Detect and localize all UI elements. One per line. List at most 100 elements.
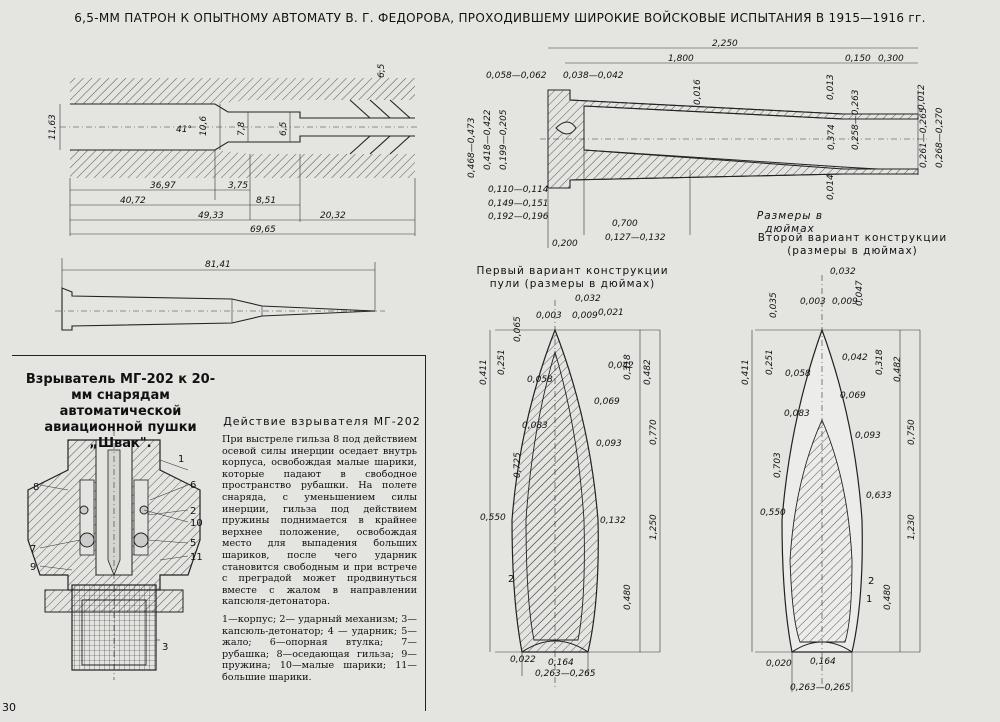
- dim-b1-r: 0,550: [480, 513, 506, 523]
- b1-part-label: 2: [508, 574, 514, 585]
- dim-chamber-angle: 41°: [176, 125, 192, 135]
- page-title: 6,5-ММ ПАТРОН К ОПЫТНОМУ АВТОМАТУ В. Г. …: [74, 11, 926, 25]
- dim-b2-g: 0,251: [765, 349, 775, 375]
- dim-l6: 20,32: [320, 211, 346, 221]
- dim-b2-u: 0,480: [883, 584, 893, 610]
- fuse-part-1: 1: [178, 454, 184, 465]
- chamber-section: 11,63 41° 10,6 7,8 6,5 6,5 36,97 3,75 40…: [48, 63, 420, 236]
- fuse-part-11: 11: [190, 552, 203, 563]
- dim-case-t3: 0,012: [917, 84, 927, 110]
- dim-rim1: 0,058—0,062: [486, 71, 547, 81]
- dim-chamber-d4: 6,5: [279, 121, 289, 136]
- dim-b2-rr: 0,633: [866, 491, 892, 501]
- chamber-wall-bottom: [70, 150, 415, 178]
- fuse-action-text: При выстреле гильза 8 под действием осев…: [222, 434, 417, 608]
- dim-b1-v: 0,022: [510, 655, 536, 665]
- bullet-variant-2: 0,032 0,047 0,035 0,003 0,009 0,411 0,25…: [741, 267, 921, 693]
- dim-b1-i: 0,042: [608, 361, 634, 371]
- dim-l3: 40,72: [120, 196, 146, 206]
- fuse-part-6: 6: [190, 480, 196, 491]
- dim-b1-x: 0,263—0,265: [535, 669, 596, 679]
- dim-b2-h: 0,058: [785, 369, 811, 379]
- dim-rim2: 0,038—0,042: [563, 71, 624, 81]
- dim-case-v3: 0,199—0,205: [499, 109, 509, 170]
- fuse-section-drawing: 8 1 6 2 10 5 11 7 9 3: [27, 430, 203, 680]
- dim-chamber-d2: 10,6: [199, 116, 209, 136]
- dim-l2: 3,75: [228, 181, 248, 191]
- dim-case-neck2: 0,300: [878, 54, 904, 64]
- dim-case-v5: 0,149—0,151: [488, 199, 549, 209]
- dim-chamber-d1: 11,63: [48, 114, 58, 140]
- dim-b1-e: 0,021: [598, 308, 624, 318]
- dim-b2-p: 0,703: [773, 452, 783, 478]
- dim-b1-a: 0,032: [575, 294, 601, 304]
- dim-case-l1: 0,700: [612, 219, 638, 229]
- dim-case-l3: 0,200: [552, 239, 578, 249]
- dim-b2-t: 1,230: [907, 514, 917, 540]
- dim-b1-d: 0,009: [572, 311, 598, 321]
- dim-b2-r: 0,550: [760, 508, 786, 518]
- dim-b1-f: 0,411: [479, 359, 489, 385]
- dim-l7: 69,65: [250, 225, 276, 235]
- page-number: 30: [2, 701, 16, 714]
- dim-b1-b: 0,065: [513, 316, 523, 342]
- fuse-part-5: 5: [190, 538, 196, 549]
- dim-b2-w: 0,164: [810, 657, 836, 667]
- cartridge-side-view: 81,41: [55, 258, 385, 331]
- dim-b1-j: 0,318: [623, 354, 633, 380]
- caption-variant1: Первый вариант конструкции пули (размеры…: [450, 265, 695, 291]
- dim-case-neck1: 0,150: [845, 54, 871, 64]
- chamber-wall-top: [70, 78, 415, 104]
- dim-b1-s: 0,132: [600, 516, 626, 526]
- dim-case-w5: 0,268—0,270: [935, 107, 945, 168]
- dim-b1-l: 0,069: [594, 397, 620, 407]
- dim-case-l2: 0,127—0,132: [605, 233, 666, 243]
- dim-b1-k: 0,482: [643, 359, 653, 385]
- dim-case-v4: 0,110—0,114: [488, 185, 549, 195]
- fuse-part-8: 8: [33, 482, 39, 493]
- dim-b1-h: 0,058: [527, 375, 553, 385]
- dim-b1-w: 0,164: [548, 658, 574, 668]
- dim-l5: 49,33: [198, 211, 224, 221]
- b2-part-label-2: 2: [868, 576, 874, 587]
- dim-b2-k: 0,482: [893, 356, 903, 382]
- fuse-panel-border: [12, 355, 426, 711]
- dim-b1-c: 0,003: [536, 311, 562, 321]
- dim-chamber-groove: 6,5: [377, 63, 387, 78]
- caption-variant2-line1: Второй вариант конструкции: [757, 232, 948, 244]
- dim-b1-u: 0,480: [623, 584, 633, 610]
- fuse-action-title: Действие взрывателя МГ-202: [223, 415, 421, 428]
- dim-b2-a: 0,032: [830, 267, 856, 277]
- dim-b2-m: 0,083: [784, 409, 810, 419]
- dim-case-total: 2,250: [712, 39, 738, 49]
- fuse-part-10: 10: [190, 518, 203, 529]
- fuse-part-2: 2: [190, 506, 196, 517]
- dim-b2-d: 0,003: [800, 297, 826, 307]
- dim-case-v2: 0,418—0,422: [483, 109, 493, 170]
- fuse-legend: 1—корпус; 2— ударный механизм; 3—капсюль…: [222, 614, 417, 683]
- bullet-variant-1: 0,032 0,065 0,003 0,009 0,021 0,411 0,25…: [479, 294, 661, 690]
- dim-b1-m: 0,083: [522, 421, 548, 431]
- fuse-part-9: 9: [30, 562, 36, 573]
- caption-variant2: Второй вариант конструкции (размеры в дю…: [740, 232, 965, 258]
- dim-case-w4: 0,261—0,265: [919, 107, 929, 168]
- dim-total-length: 81,41: [205, 260, 231, 270]
- dim-chamber-d3: 7,8: [237, 121, 247, 136]
- dim-b2-i: 0,042: [842, 353, 868, 363]
- dim-b2-j: 0,318: [875, 349, 885, 375]
- dim-b2-o: 0,750: [907, 419, 917, 445]
- dim-b2-x: 0,263—0,265: [790, 683, 851, 693]
- dim-b2-f: 0,411: [741, 359, 751, 385]
- dim-l1: 36,97: [150, 181, 176, 191]
- dim-b1-n: 0,093: [596, 439, 622, 449]
- dim-b2-b: 0,047: [855, 280, 865, 306]
- dim-case-v1: 0,468—0,473: [467, 117, 477, 178]
- dim-b2-c: 0,035: [769, 292, 779, 318]
- dim-case-w2: 0,374: [827, 124, 837, 150]
- dim-b2-v: 0,020: [766, 659, 792, 669]
- dim-b1-g: 0,251: [497, 349, 507, 375]
- dim-case-w3: 0,258—0,263: [851, 89, 861, 150]
- case-section: 2,250 1,800 0,150 0,300 0,058—0,062 0,03…: [467, 39, 945, 249]
- dim-case-v6: 0,192—0,196: [488, 212, 549, 222]
